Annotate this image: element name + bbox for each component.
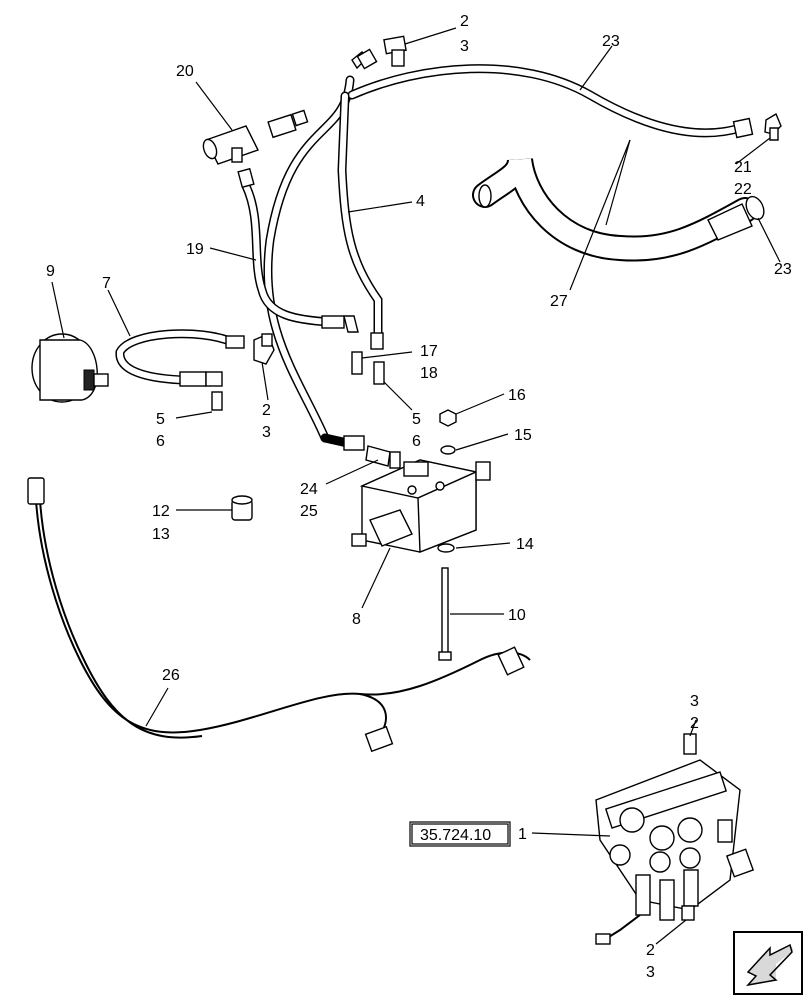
hose-7 — [115, 329, 275, 411]
hose-19 — [237, 167, 359, 333]
callout-4: 4 — [416, 193, 425, 210]
callout-14: 14 — [516, 536, 534, 553]
callout-17: 17 — [420, 343, 438, 360]
part-8-valve-block — [351, 459, 491, 554]
callout-27: 27 — [550, 293, 568, 310]
part-12-plug — [231, 495, 253, 521]
callout-23: 23 — [602, 33, 620, 50]
hose-4 — [337, 48, 384, 350]
callout-25: 25 — [300, 503, 318, 520]
callout-6: 6 — [156, 433, 165, 450]
callout-6-b: 6 — [412, 433, 421, 450]
callout-24: 24 — [300, 481, 318, 498]
parts-16-15-14-10 — [437, 409, 457, 661]
callout-3-c: 3 — [690, 693, 699, 710]
callout-13: 13 — [152, 526, 170, 543]
harness-26 — [27, 477, 531, 753]
callout-23-b: 23 — [774, 261, 792, 278]
fittings-17-18 — [351, 351, 385, 385]
callout-16: 16 — [508, 387, 526, 404]
callout-2-c: 2 — [690, 715, 699, 732]
callout-8: 8 — [352, 611, 361, 628]
hose-27 — [472, 157, 765, 262]
hose-to-valve — [320, 433, 401, 469]
callout-20: 20 — [176, 63, 194, 80]
callout-3-b: 3 — [262, 424, 271, 441]
callout-22: 22 — [734, 181, 752, 198]
callout-19: 19 — [186, 241, 204, 258]
control-valve-assembly — [595, 733, 755, 945]
callout-18: 18 — [420, 365, 438, 382]
part-20-tee — [202, 109, 309, 165]
callout-15: 15 — [514, 427, 532, 444]
callout-3-d: 3 — [646, 964, 655, 981]
callout-5-b: 5 — [412, 411, 421, 428]
callout-10: 10 — [508, 607, 526, 624]
callout-1: 1 — [518, 826, 527, 843]
callout-3: 3 — [460, 38, 469, 55]
elbow-fitting-top — [383, 35, 407, 67]
reference-label: 35.724.10 — [420, 827, 491, 844]
callout-12: 12 — [152, 503, 170, 520]
callout-26: 26 — [162, 667, 180, 684]
reference-box[interactable]: 35.724.10 — [409, 821, 511, 847]
hose-23-upper — [263, 64, 782, 443]
arrow-left-down-icon[interactable] — [733, 931, 803, 995]
callout-2: 2 — [460, 13, 469, 30]
callout-9: 9 — [46, 263, 55, 280]
callout-numbers: 2 3 20 23 21 22 4 19 23 27 9 7 17 18 2 3… — [46, 13, 792, 981]
callout-2-b: 2 — [262, 402, 271, 419]
callout-5: 5 — [156, 411, 165, 428]
callout-2-d: 2 — [646, 942, 655, 959]
leader-lines — [51, 27, 781, 945]
callout-7: 7 — [102, 275, 111, 292]
callout-21: 21 — [734, 159, 752, 176]
part-9-accumulator — [31, 333, 109, 403]
